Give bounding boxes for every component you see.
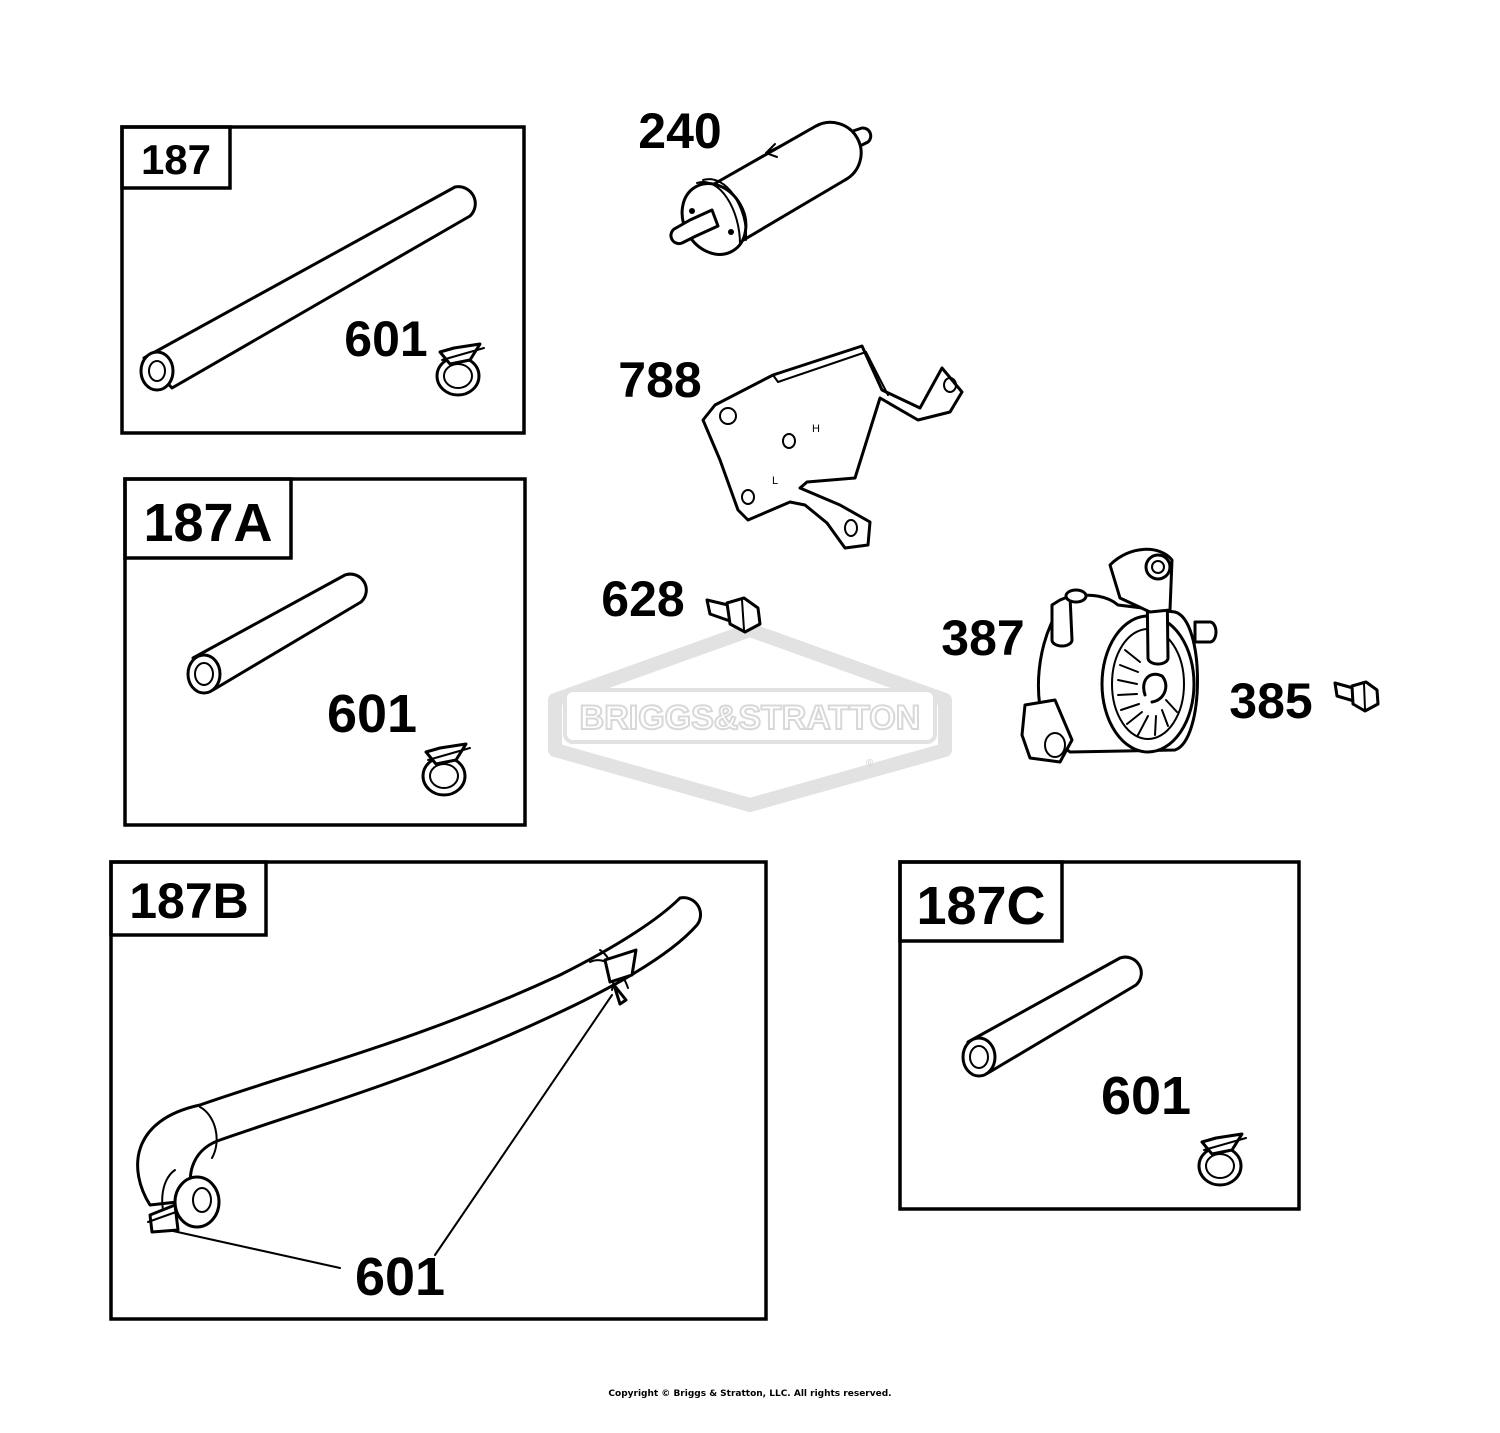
screw-385-part: 385 [1229, 673, 1380, 729]
watermark-registered-mark: ® [866, 758, 874, 769]
leader-line [172, 1230, 341, 1269]
screw-628-part: 628 [601, 571, 762, 634]
hose-icon [961, 955, 1143, 1078]
screw-385-number: 385 [1229, 673, 1312, 729]
kit-187-frame [120, 125, 526, 435]
kit-187-clamp-number: 601 [344, 311, 427, 367]
leader-line [434, 994, 613, 1256]
briggs-stratton-watermark: BRIGGS&STRATTON ® [548, 623, 952, 812]
watermark-text: BRIGGS&STRATTON [580, 699, 921, 737]
kit-187b-label: 187B [129, 873, 249, 929]
bracket-number: 788 [618, 352, 701, 408]
bent-hose-icon [136, 896, 702, 1229]
kit-187a-label-box [123, 477, 293, 560]
bracket-icon: H L [701, 344, 964, 550]
kit-187c-label-box [898, 860, 1064, 943]
fuel-filter-part: 240 [638, 103, 873, 256]
bracket-letter-h-icon: H [812, 423, 820, 435]
hose-icon [139, 185, 477, 392]
hose-icon [186, 572, 368, 695]
copyright-text: Copyright © Briggs & Stratton, LLC. All … [608, 1389, 891, 1399]
kit-187c-label: 187C [916, 876, 1045, 936]
fuel-filter-number: 240 [638, 103, 721, 159]
screw-icon [1333, 680, 1380, 713]
screw-icon [705, 596, 762, 634]
kit-187c-panel: 187C 601 [898, 860, 1301, 1211]
kit-187a-frame [123, 477, 527, 827]
kit-187c-clamp-number: 601 [1101, 1066, 1191, 1126]
kit-187b-label-box [109, 860, 268, 937]
screw-628-number: 628 [601, 571, 684, 627]
bracket-part: 788 H L [618, 344, 964, 550]
kit-187c-frame [898, 860, 1301, 1211]
clamp-icon [1197, 1132, 1247, 1187]
kit-187-label-box [120, 125, 232, 190]
fuel-filter-icon [669, 120, 873, 256]
clamp-icon [599, 948, 638, 1006]
kit-187-label: 187 [141, 136, 211, 183]
bracket-letter-l-icon: L [772, 475, 778, 487]
fuel-pump-part: 387 [941, 547, 1218, 764]
kit-187a-panel: 187A 601 [123, 477, 527, 827]
kit-187b-panel: 187B 601 [109, 860, 768, 1321]
fuel-pump-number: 387 [941, 610, 1024, 666]
fuel-pump-icon [1020, 547, 1218, 764]
kit-187-panel: 187 601 [120, 125, 526, 435]
kit-187a-label: 187A [143, 493, 272, 553]
clamp-icon [147, 1169, 180, 1234]
kit-187b-frame [109, 860, 768, 1321]
kit-187a-clamp-number: 601 [327, 684, 417, 744]
pump-ribs-icon [1117, 649, 1178, 736]
clamp-icon [421, 742, 471, 797]
clamp-icon [435, 342, 485, 397]
kit-187b-clamp-number: 601 [355, 1247, 445, 1307]
